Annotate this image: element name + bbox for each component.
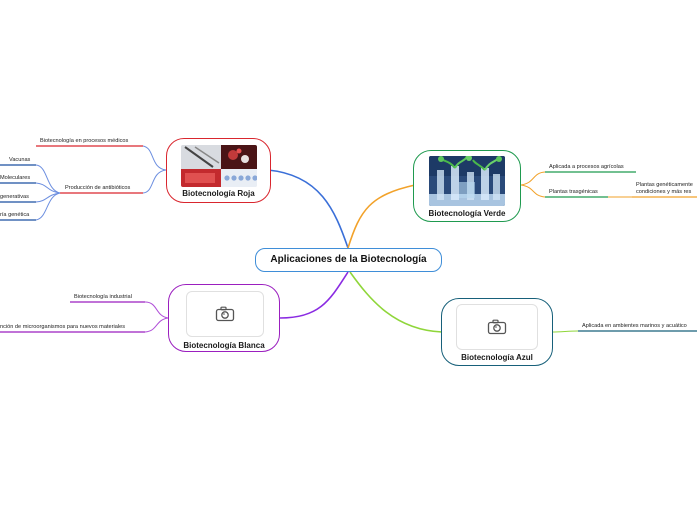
node-biotecnologia-verde[interactable]: Biotecnología Verde (413, 150, 521, 222)
leaf-verde-agricolas[interactable]: Aplicada a procesos agrícolas (549, 164, 624, 170)
leaf-verde-geneticamente-line2[interactable]: condiciones y más res (636, 189, 692, 195)
leaf-roja-vacunas[interactable]: Vacunas (9, 157, 31, 163)
leaf-roja-genetica[interactable]: ría genética (0, 212, 30, 218)
leaf-roja-moleculares[interactable]: Moleculares (0, 175, 31, 181)
verde-link-agricolas (520, 171, 546, 186)
central-topic[interactable]: Aplicaciones de la Biotecnología (255, 248, 442, 272)
roja-link-antibioticos (142, 169, 167, 194)
node-title-verde: Biotecnología Verde (428, 209, 506, 218)
verde-lab-image (429, 156, 505, 206)
node-title-roja: Biotecnología Roja (182, 189, 255, 198)
node-biotecnologia-azul[interactable]: Biotecnología Azul (441, 298, 553, 366)
blanca-link-microorganismos (144, 317, 169, 333)
roja-link-vacunas (35, 164, 61, 194)
azul-image-placeholder (456, 304, 538, 350)
leaf-verde-trasgenicas[interactable]: Plantas trasgénicas (549, 189, 598, 195)
leaf-blanca-industrial[interactable]: Biotecnología industrial (74, 294, 132, 300)
leaf-verde-geneticamente-line1[interactable]: Plantas genéticamente (636, 182, 693, 188)
branch-line-roja (267, 169, 349, 249)
verde-link-trasgenicas (520, 184, 546, 198)
node-title-blanca: Biotecnología Blanca (183, 341, 265, 350)
node-biotecnologia-blanca[interactable]: Biotecnología Blanca (168, 284, 280, 352)
node-title-azul: Biotecnología Azul (461, 353, 533, 362)
roja-link-procesos (142, 145, 167, 171)
camera-icon (487, 319, 507, 335)
azul-link-marinos (551, 330, 579, 333)
leaf-blanca-microorganismos[interactable]: nción de microorganismos para nuevos mat… (0, 324, 125, 330)
node-biotecnologia-roja[interactable]: Biotecnología Roja (166, 138, 271, 203)
roja-link-moleculares (35, 182, 61, 194)
leaf-roja-antibioticos[interactable]: Producción de antibióticos (65, 185, 131, 191)
leaf-roja-regenerativas[interactable]: generativas (0, 194, 29, 200)
leaf-azul-marinos[interactable]: Aplicada en ambientes marinos y acuático (582, 323, 687, 329)
roja-link-genetica (35, 192, 61, 221)
branch-line-blanca (279, 271, 349, 319)
blanca-image-placeholder (186, 291, 264, 337)
camera-icon (215, 306, 235, 322)
blanca-link-industrial (144, 301, 169, 319)
branch-line-verde (347, 184, 416, 249)
roja-lab-image (181, 145, 257, 187)
branch-line-azul (349, 271, 443, 333)
leaf-roja-procesos-medicos[interactable]: Biotecnología en procesos médicos (40, 138, 129, 144)
